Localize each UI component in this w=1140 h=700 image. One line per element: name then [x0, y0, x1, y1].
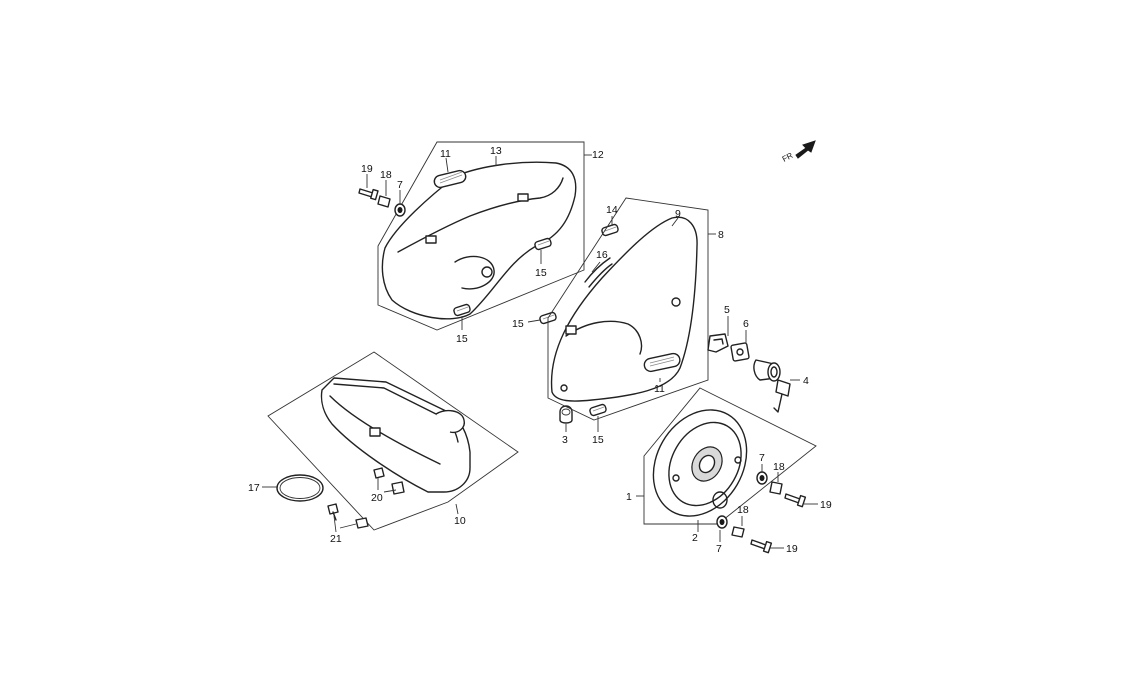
collar-18-right-lower: [731, 526, 745, 538]
left-side-cover-assembly: [377, 141, 585, 331]
label-10: 10: [454, 515, 466, 527]
right-cover-inner-edge: [565, 320, 643, 355]
label-21: 21: [330, 533, 342, 545]
right-cover-emblem: [643, 352, 681, 373]
tool-tray-bracket: [435, 409, 465, 434]
o-ring-17: [276, 474, 324, 502]
bolt-19-right-lower: [750, 539, 767, 550]
left-cover-tab-a: [425, 235, 437, 244]
label-4: 4: [803, 375, 809, 387]
bolt-19-right-upper: [784, 493, 801, 504]
assembly-boundary-8: [547, 197, 709, 421]
label-1: 1: [626, 491, 632, 503]
key-icon: [775, 379, 791, 397]
label-15-b: 15: [456, 333, 468, 345]
label-17: 17: [248, 482, 260, 494]
fastener-set-upper-left: [358, 188, 406, 217]
part-number-labels: 12 13 11 19 18 7 15 15 14 9 8 16 15 5 6 …: [248, 145, 832, 555]
label-3: 3: [562, 434, 568, 446]
tool-tray-tab: [369, 427, 381, 437]
front-direction-indicator: FR: [781, 140, 816, 164]
label-16: 16: [596, 249, 608, 261]
rubber-15-b: [453, 303, 471, 317]
lock-clip-5: [707, 333, 729, 353]
label-14: 14: [606, 204, 618, 216]
label-6: 6: [743, 318, 749, 330]
right-cover-stripe-decal: [584, 257, 613, 288]
screws: [327, 467, 405, 529]
label-11-upper: 11: [440, 148, 451, 160]
right-side-cover: [550, 216, 698, 402]
rubber-14: [601, 223, 619, 237]
label-12: 12: [592, 149, 604, 161]
label-15-d: 15: [592, 434, 604, 446]
label-13: 13: [490, 145, 502, 157]
front-arrow-icon: [795, 140, 816, 159]
left-cover-recess: [454, 255, 495, 290]
right-cover-tab: [565, 325, 577, 335]
rubber-15-a: [534, 237, 552, 251]
label-2: 2: [692, 532, 698, 544]
right-cover-key-hole: [671, 297, 681, 307]
front-direction-label: FR: [781, 151, 795, 164]
right-side-cover-assembly: [547, 197, 709, 421]
label-18-upper-left: 18: [380, 169, 392, 181]
label-19-right-lower: 19: [786, 543, 798, 555]
label-19-right-upper: 19: [820, 499, 832, 511]
label-7-right-lower: 7: [716, 543, 722, 555]
label-18-right-lower: 18: [737, 504, 749, 516]
collar-18-right-upper: [769, 481, 783, 495]
label-20: 20: [371, 492, 383, 504]
tool-tray: [320, 377, 471, 493]
left-cover-tab-b: [517, 193, 529, 202]
screw-21-a: [327, 503, 339, 515]
label-19-upper-left: 19: [361, 163, 373, 175]
label-7-right-upper: 7: [759, 452, 765, 464]
screw-21-b: [355, 517, 369, 529]
left-cover-inner-edge: [397, 177, 564, 253]
label-15-c: 15: [512, 318, 524, 330]
label-18-right-upper: 18: [773, 461, 785, 473]
assembly-boundary-10: [267, 351, 519, 531]
leader-lines: [262, 154, 818, 549]
key-lock-4: [753, 359, 791, 413]
screw-20-b: [391, 481, 405, 495]
lock-plate-6: [730, 342, 750, 362]
label-8: 8: [718, 229, 724, 241]
round-cover-assembly: [643, 387, 817, 525]
collar-18-upper-left: [377, 195, 391, 208]
label-15-a: 15: [535, 267, 547, 279]
assembly-boundary-12: [377, 141, 585, 331]
screw-20-a: [373, 467, 385, 479]
assembly-boundary-1: [643, 387, 817, 525]
tool-tray-assembly: [267, 351, 519, 531]
label-5: 5: [724, 304, 730, 316]
left-cover-grommet-hole: [481, 266, 493, 278]
label-7-upper-left: 7: [397, 179, 403, 191]
left-cover-emblem: [433, 169, 467, 189]
rubber-15-d: [589, 403, 607, 417]
label-11-lower: 11: [654, 383, 665, 395]
seat-lock-parts: [707, 333, 791, 413]
label-9: 9: [675, 208, 681, 220]
